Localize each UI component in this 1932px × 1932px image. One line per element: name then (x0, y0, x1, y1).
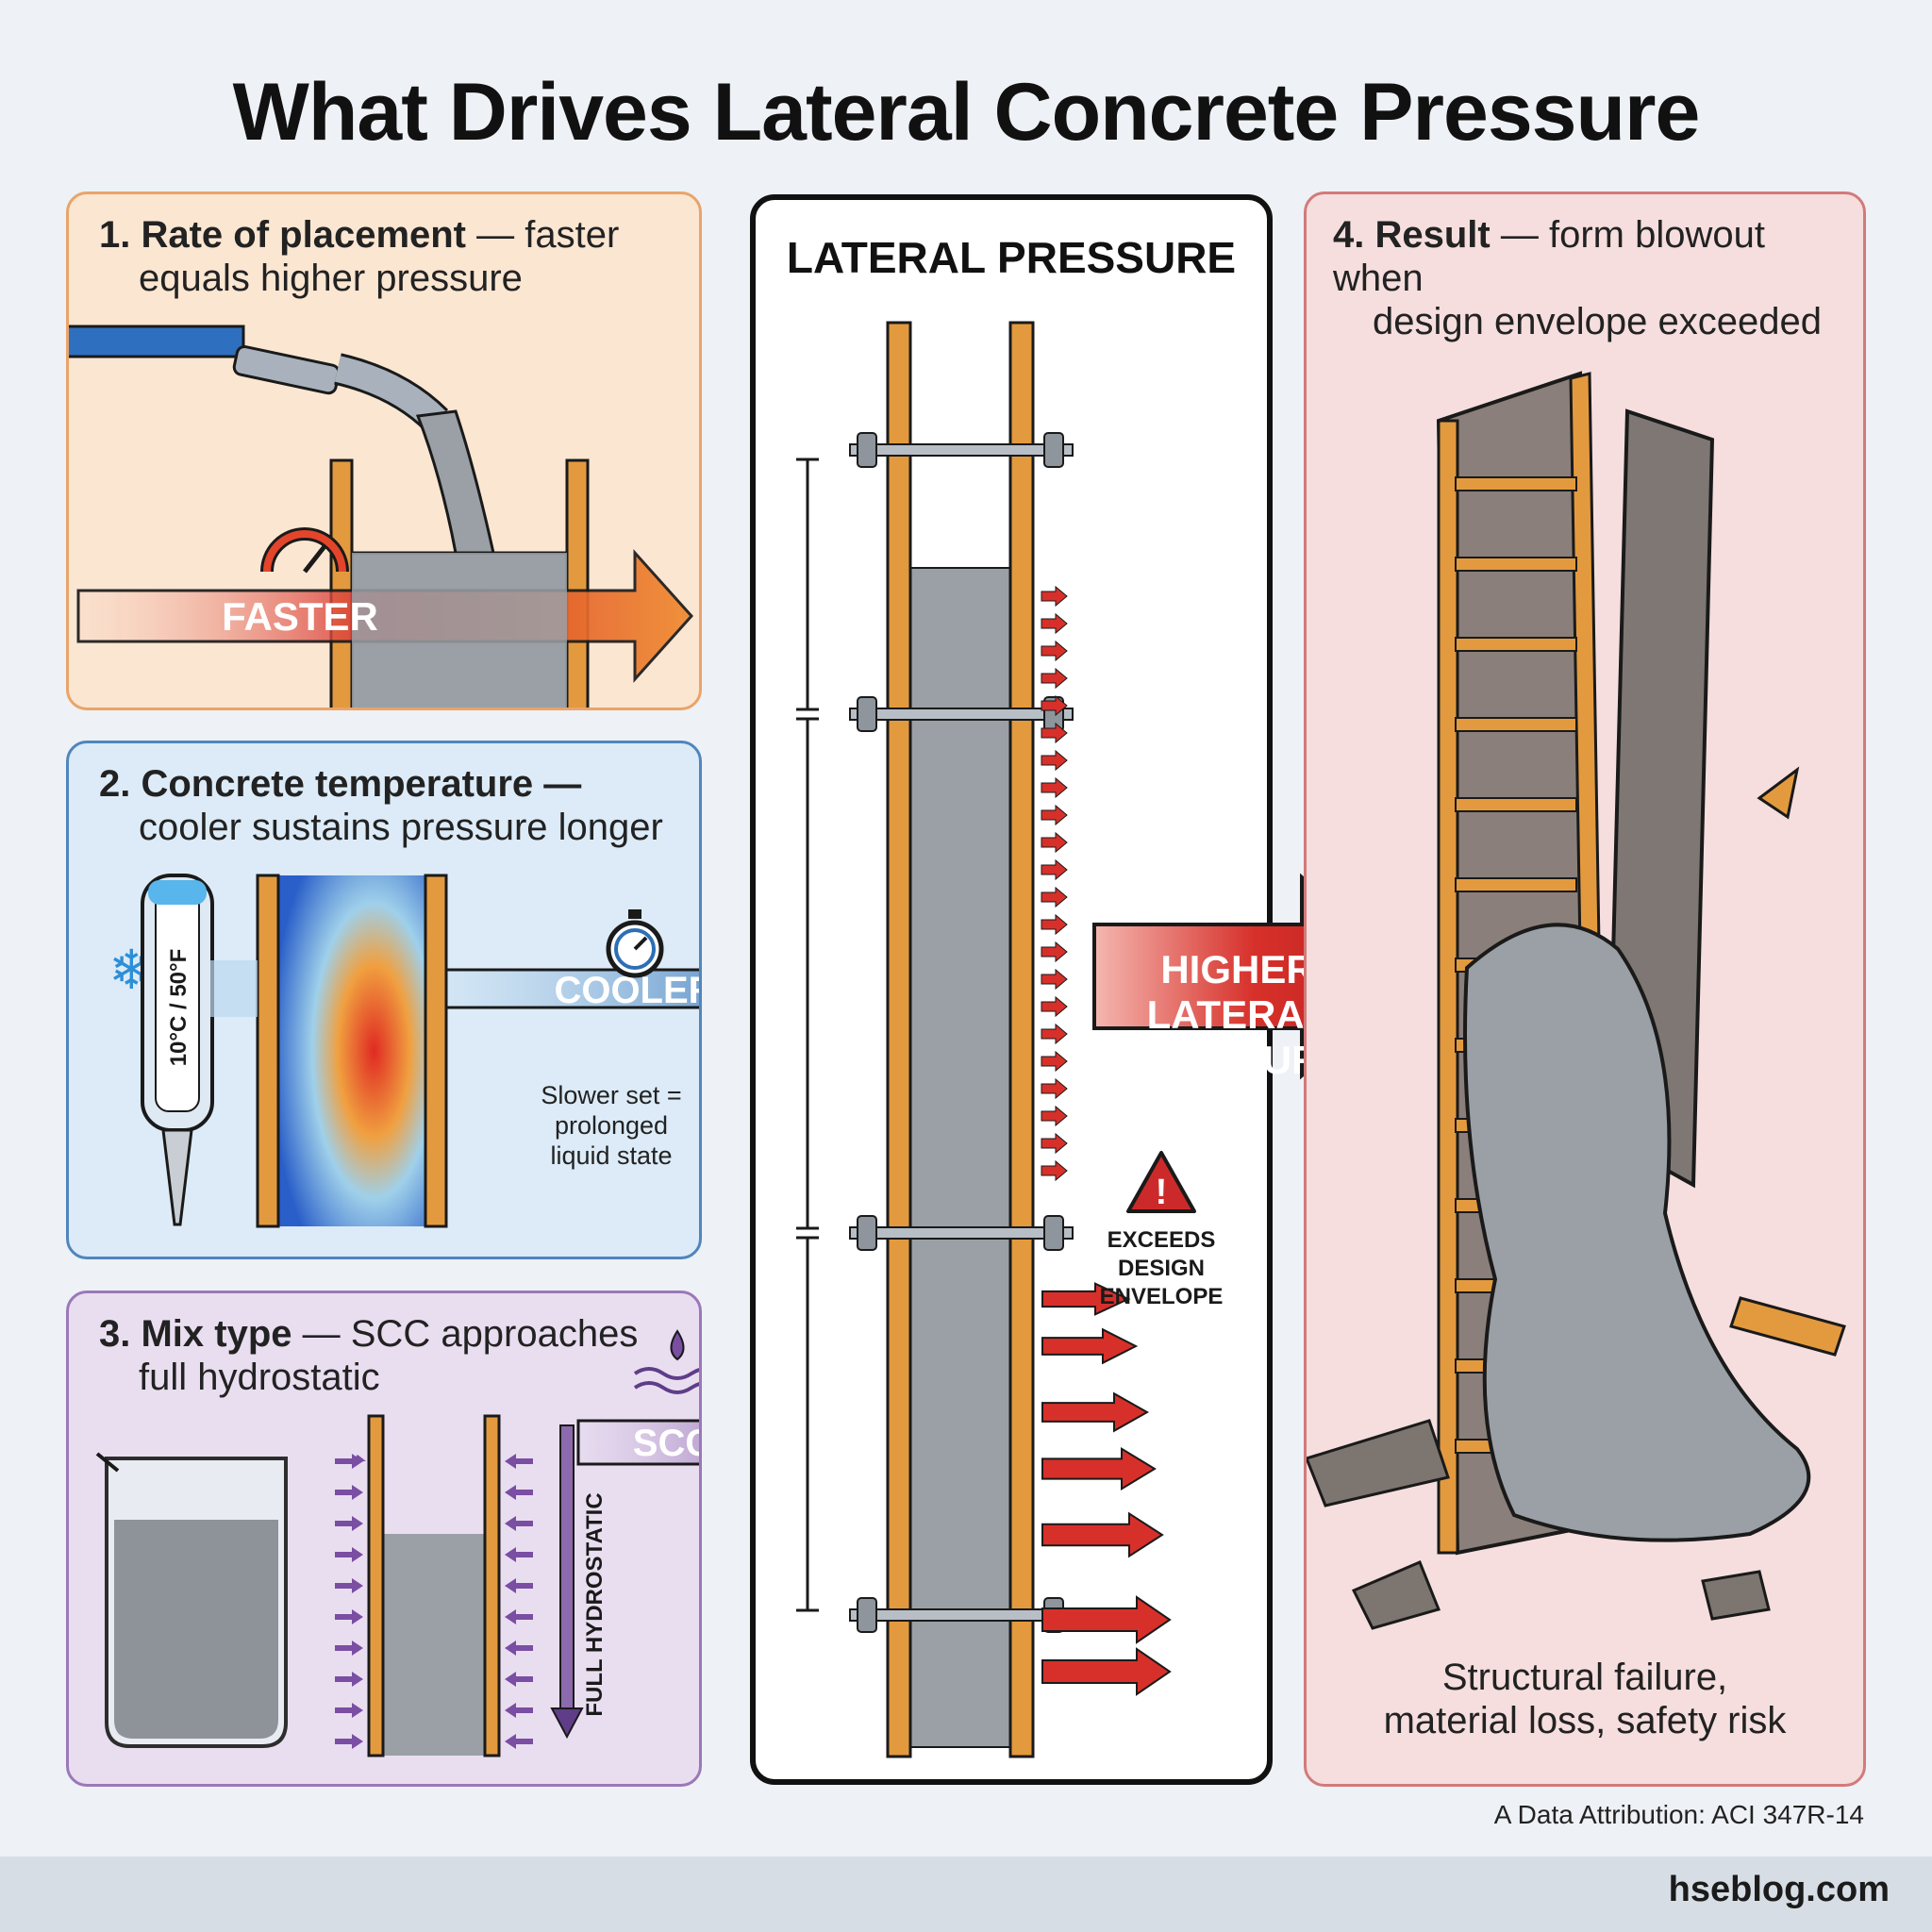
form-board-right (1008, 321, 1035, 1758)
pressure-arrows-purple (335, 1454, 533, 1749)
mix-heading: 3. Mix type — SCC approaches full hydros… (99, 1313, 639, 1398)
liquid-drop-icon (633, 1329, 699, 1394)
panel-result: 4. Result — form blowout when design env… (1304, 192, 1866, 1787)
result-caption: Structural failure, material loss, safet… (1383, 1657, 1787, 1741)
form-board-right (565, 458, 590, 708)
panel-rate-of-placement: 1. Rate of placement — faster equals hig… (66, 192, 702, 710)
form-board-right (424, 874, 448, 1228)
stopwatch-icon (606, 909, 664, 978)
data-attribution: A Data Attribution: ACI 347R-14 (1493, 1800, 1864, 1829)
debris (1307, 766, 1846, 1630)
spilled-concrete (1463, 923, 1811, 1542)
thermometer-reading: 10°C / 50°F (166, 949, 192, 1067)
formwork-illustration: ! EXCEEDS DESIGN ENVELOPE (796, 321, 1224, 1758)
blue-pipe (69, 325, 245, 358)
temperature-note-2: prolonged (555, 1111, 668, 1140)
warning-text-3: ENVELOPE (1100, 1284, 1224, 1309)
form-board-left (256, 874, 280, 1228)
speedometer-icon (260, 527, 349, 574)
panel-mix-type: 3. Mix type — SCC approaches full hydros… (66, 1291, 702, 1787)
full-hydrostatic-label: FULL HYDROSTATIC (582, 1492, 608, 1716)
beaker-icon (95, 1452, 288, 1748)
temperature-illustration: ❄ 10°C / 50°F COOLER Slower set = prolon… (108, 874, 702, 1228)
footer-bar: hseblog.com (0, 1857, 1932, 1932)
thermometer-icon (141, 874, 214, 1226)
tie-spacing-dimensions (796, 458, 819, 1612)
placement-heading: 1. Rate of placement — faster equals hig… (99, 214, 620, 299)
cooler-arrow (444, 968, 699, 1009)
page-title: What Drives Lateral Concrete Pressure (232, 67, 1701, 158)
faster-label: FASTER (222, 594, 378, 639)
warning-text-2: DESIGN (1118, 1256, 1205, 1281)
temperature-note-1: Slower set = (541, 1081, 681, 1109)
form-board-left (886, 321, 912, 1758)
temperature-heading: 2. Concrete temperature — cooler sustain… (99, 763, 663, 848)
blowout-illustration (1307, 371, 1846, 1630)
cooler-label: COOLER (554, 970, 702, 1011)
mix-illustration: FULL HYDROSTATIC SCC (95, 1329, 702, 1757)
heat-map-concrete (278, 875, 425, 1226)
hose-nozzle (232, 344, 341, 395)
form-board-right (483, 1414, 501, 1757)
scc-concrete (383, 1534, 485, 1756)
warning-text-1: EXCEEDS (1108, 1227, 1216, 1253)
svg-text:!: ! (1156, 1173, 1168, 1212)
warning-icon: ! (1126, 1151, 1196, 1213)
scc-arrow (576, 1419, 699, 1466)
concrete-column (909, 567, 1011, 1748)
panel-concrete-temperature: 2. Concrete temperature — cooler sustain… (66, 741, 702, 1259)
center-heading: LATERAL PRESSURE (786, 233, 1237, 282)
panel-lateral-pressure: LATERAL PRESSURE ! EXCEEDS DESIGN ENVELO… (750, 194, 1273, 1785)
placement-illustration: FASTER (69, 325, 694, 708)
scc-label: SCC (633, 1423, 702, 1464)
form-board-left (329, 458, 354, 708)
lateral-pressure-arrows (1041, 585, 1172, 1696)
footer-site: hseblog.com (1668, 1870, 1890, 1909)
temperature-note-3: liquid state (550, 1141, 672, 1170)
result-heading: 4. Result — form blowout when design env… (1333, 214, 1822, 342)
concrete-stream (415, 409, 495, 555)
form-board-left (367, 1414, 385, 1757)
